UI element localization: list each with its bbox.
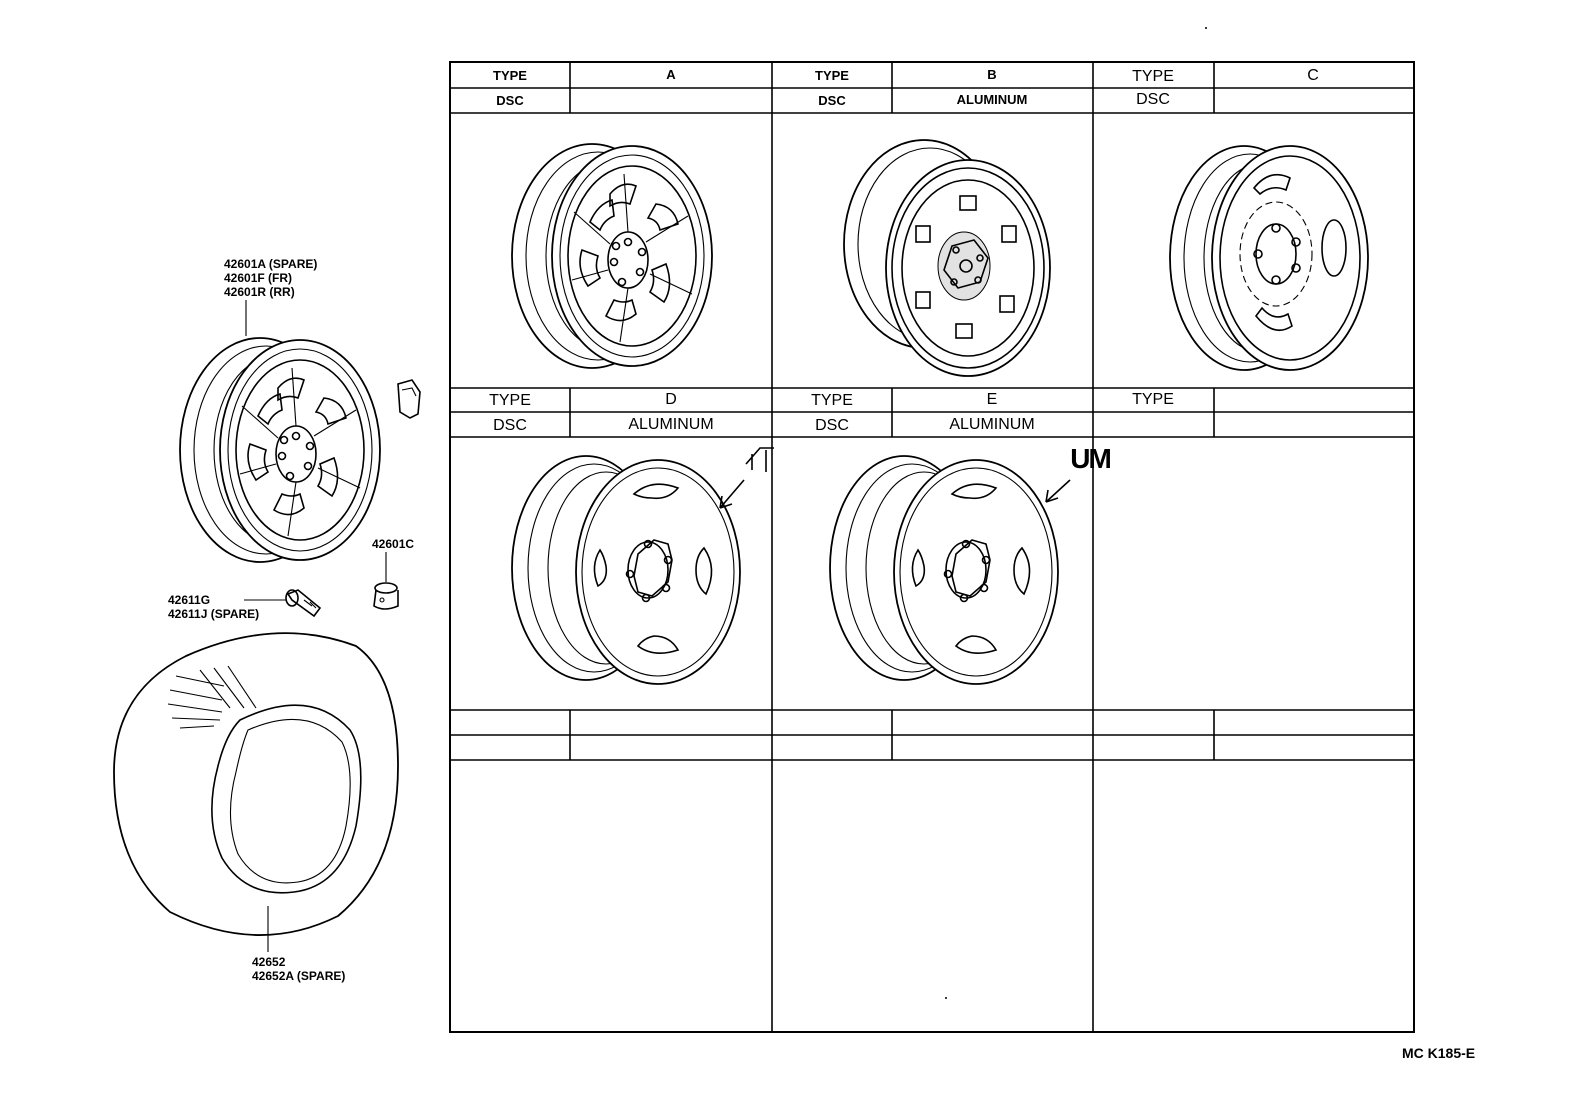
wheel-type-d	[511, 455, 741, 685]
dsc-value-b: ALUMINUM	[957, 92, 1028, 107]
type-label-e: TYPE	[811, 392, 853, 409]
label-ornament: 42601C	[372, 537, 414, 551]
dsc-label-b: DSC	[818, 93, 846, 108]
label-wheel-spare: 42601A (SPARE)	[224, 257, 317, 271]
label-valve: 42611G	[168, 593, 210, 607]
tire-illustration	[113, 632, 399, 936]
table-header-row-2: TYPE D DSC ALUMINUM TYPE E DSC ALUMINUM …	[489, 391, 1174, 434]
dsc-label-d: DSC	[493, 417, 527, 434]
type-value-c: C	[1307, 67, 1319, 84]
type-value-d: D	[665, 391, 677, 408]
type-value-a: A	[666, 67, 676, 82]
arrow-e-icon	[1045, 479, 1071, 503]
label-valve-spare: 42611J (SPARE)	[168, 607, 259, 621]
wheel-type-c	[1169, 145, 1369, 371]
ornament-nut-icon	[373, 582, 399, 610]
wheel-type-table	[449, 61, 1415, 1033]
dsc-label-c: DSC	[1136, 91, 1170, 108]
ornament-clip-icon	[397, 379, 421, 419]
arrow-d-icon	[719, 479, 745, 509]
dsc-label-a: DSC	[496, 93, 524, 108]
mark-e: UM	[1045, 443, 1112, 503]
parts-labels: 42601A (SPARE) 42601F (FR) 42601R (RR) 4…	[168, 257, 414, 983]
dsc-label-e: DSC	[815, 417, 849, 434]
diagram-code: MC K185-E	[1402, 1045, 1475, 1061]
label-wheel-rear: 42601R (RR)	[224, 285, 295, 299]
type-label-f: TYPE	[1132, 391, 1174, 408]
label-tire: 42652	[252, 955, 286, 969]
type-label-d: TYPE	[489, 392, 531, 409]
label-wheel-front: 42601F (FR)	[224, 271, 292, 285]
type-value-b: B	[987, 67, 996, 82]
type-value-e: E	[987, 391, 998, 408]
wheel-illustration	[179, 337, 381, 563]
mark-d: Л	[719, 447, 774, 509]
table-header-row-1: TYPE A DSC TYPE B DSC ALUMINUM TYPE C DS…	[493, 67, 1319, 108]
type-label-c: TYPE	[1132, 68, 1174, 85]
wheel-type-a	[511, 143, 713, 369]
type-label-a: TYPE	[493, 68, 527, 83]
wheel-type-e	[829, 455, 1059, 685]
mark-e-text: UM	[1070, 443, 1110, 474]
dsc-value-d: ALUMINUM	[628, 416, 713, 433]
label-tire-spare: 42652A (SPARE)	[252, 969, 345, 983]
valve-stem-icon	[285, 589, 322, 618]
speck	[1205, 27, 1207, 29]
speck	[945, 997, 947, 999]
dsc-value-e: ALUMINUM	[949, 416, 1034, 433]
wheel-type-b	[843, 139, 1051, 377]
type-label-b: TYPE	[815, 68, 849, 83]
